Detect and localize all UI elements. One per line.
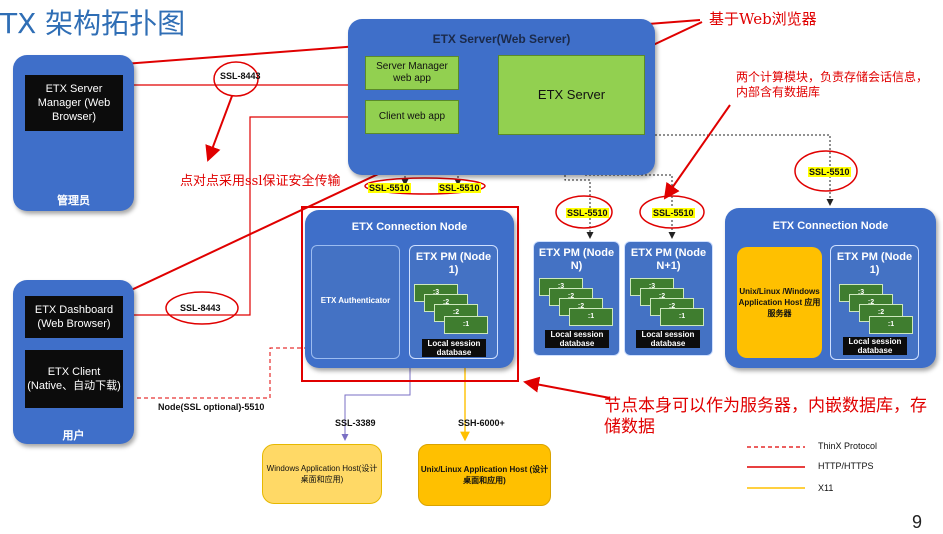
user-label: 用户 (62, 430, 85, 442)
connection-node-1: ETX Connection Node ETX Authenticator ET… (305, 210, 514, 368)
link-label-ssl-8443-top: SSL-8443 (220, 71, 261, 81)
annotation-web-browser: 基于Web浏览器 (709, 10, 817, 28)
link-label-ssl-5510-n-text: SSL-5510 (566, 208, 609, 218)
app-host-server[interactable]: Unix/Linux /Windows Application Host 应用服… (737, 247, 822, 358)
etx-server-core[interactable]: ETX Server (498, 55, 645, 135)
highlight-ellipse-ssl-5510-node1 (364, 177, 486, 195)
annotation-arrow-p2p (205, 95, 233, 162)
pm-node-1-right-title: ETX PM (Node 1) (836, 251, 913, 276)
client-web-app[interactable]: Client web app (365, 100, 459, 134)
admin-panel: ETX Server Manager (Web Browser) 管理员 (13, 55, 134, 211)
legend-x11: X11 (818, 483, 834, 493)
server-manager-web-app[interactable]: Server Manager web app (365, 56, 459, 90)
link-label-ssl-3389: SSL-3389 (335, 418, 376, 428)
etx-client-native[interactable]: ETX Client (Native、自动下载) (25, 350, 123, 408)
highlight-ellipse-ssl-8443-top (213, 61, 259, 97)
etx-web-server: ETX Server(Web Server) Server Manager we… (348, 19, 655, 175)
connection-node-2: ETX Connection Node Unix/Linux /Windows … (725, 208, 936, 368)
user-panel: ETX Dashboard (Web Browser) ETX Client (… (13, 280, 134, 444)
pm-node-1-right[interactable]: ETX PM (Node 1) :3 :2 :2 :1 Local sessio… (830, 245, 919, 360)
link-label-ssl-5510-right: SSL-5510 (808, 167, 851, 177)
server-to-node-n (564, 135, 594, 239)
annotation-arrow-node-server (523, 376, 611, 399)
link-label-ssl-5510-n: SSL-5510 (566, 208, 609, 218)
annotation-node-as-server: 节点本身可以作为服务器，内嵌数据库，存储数据 (604, 396, 927, 437)
pm-node-n1-title: ETX PM (Node N+1) (630, 247, 707, 272)
unix-linux-application-host[interactable]: Unix/Linux Application Host (设计桌面和应用) (418, 444, 551, 506)
highlight-ellipse-ssl-8443-user (165, 291, 239, 325)
link-label-ssl-5510-right-text: SSL-5510 (808, 167, 851, 177)
session-card: :1 (569, 308, 613, 326)
highlight-ellipse-ssl-5510-n (555, 195, 613, 229)
admin-label: 管理员 (57, 195, 90, 207)
windows-application-host[interactable]: Windows Application Host(设计桌面和应用) (262, 444, 382, 504)
link-label-ssl-5510-b-text: SSL-5510 (438, 183, 481, 193)
server-to-node-right (655, 134, 834, 206)
https-link-user (103, 112, 366, 320)
local-session-db-node-n: Local session database (545, 330, 609, 348)
session-card: :1 (444, 316, 488, 334)
annotation-compute-modules: 两个计算模块，负责存储会话信息，内部含有数据库 (736, 70, 929, 99)
etx-authenticator-box[interactable]: ETX Authenticator (311, 245, 400, 359)
legend-http-https: HTTP/HTTPS (818, 461, 874, 471)
link-label-node-ssl-optional: Node(SSL optional)-5510 (158, 402, 265, 412)
annotation-p2p-ssl: 点对点采用ssl保证安全传输 (180, 174, 341, 189)
legend-thinx-protocol: ThinX Protocol (818, 441, 878, 451)
page-title: TX 架构拓扑图 (0, 7, 186, 40)
etx-authenticator-label: ETX Authenticator (320, 296, 391, 305)
annotation-arrow-compute-n1 (663, 104, 731, 200)
link-label-ssl-5510-a: SSL-5510 (368, 183, 411, 193)
link-label-ssh-6000: SSH-6000+ (458, 418, 505, 428)
web-server-title: ETX Server(Web Server) (432, 32, 571, 46)
local-session-db-node-n1: Local session database (636, 330, 700, 348)
link-label-ssl-5510-n1-text: SSL-5510 (652, 208, 695, 218)
pm-node-1[interactable]: ETX PM (Node 1) :3 :2 :2 :1 Local sessio… (409, 245, 498, 359)
pm-node-n1[interactable]: ETX PM (Node N+1) :3 :2 :2 :1 Local sess… (624, 241, 713, 356)
local-session-db-node1-right: Local session database (843, 337, 907, 355)
session-card: :1 (869, 316, 913, 334)
session-card: :1 (660, 308, 704, 326)
link-label-ssl-5510-n1: SSL-5510 (652, 208, 695, 218)
pm-node-1-title: ETX PM (Node 1) (415, 251, 492, 276)
link-label-ssl-5510-b: SSL-5510 (438, 183, 481, 193)
etx-dashboard-browser[interactable]: ETX Dashboard (Web Browser) (25, 296, 123, 338)
connection-node-2-title: ETX Connection Node (772, 220, 889, 232)
highlight-rect-node1 (301, 206, 519, 382)
link-label-ssl-8443-user: SSL-8443 (180, 303, 221, 313)
etx-server-manager-browser[interactable]: ETX Server Manager (Web Browser) (25, 75, 123, 131)
link-ssl-3389 (341, 368, 411, 441)
pm-node-n-title: ETX PM (Node N) (538, 247, 615, 272)
local-session-db-node1: Local session database (422, 339, 486, 357)
link-label-ssl-5510-a-text: SSL-5510 (368, 183, 411, 193)
connection-node-1-title: ETX Connection Node (351, 221, 468, 233)
highlight-ellipse-ssl-5510-right (794, 150, 858, 192)
page-number: 9 (912, 512, 923, 532)
pm-node-n[interactable]: ETX PM (Node N) :3 :2 :2 :1 Local sessio… (533, 241, 620, 356)
